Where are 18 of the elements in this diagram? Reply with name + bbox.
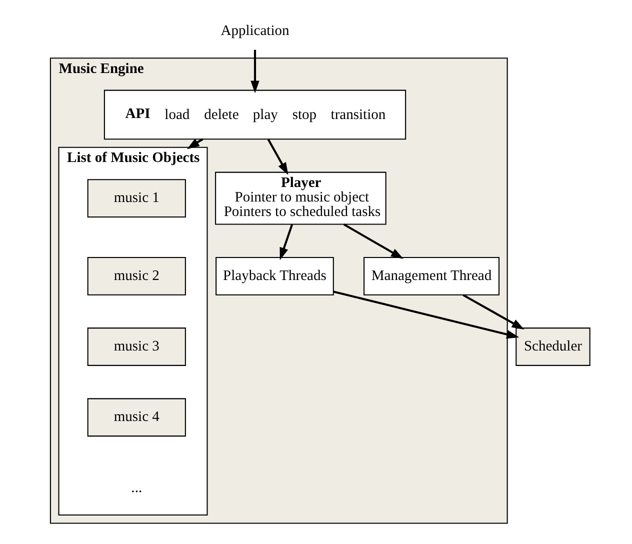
arrow — [462, 294, 524, 330]
node-box: API load delete play stop transition — [104, 90, 406, 140]
node-box: Player Pointer to music object Pointers to scheduled tasks — [215, 172, 386, 225]
node-text: Application — [220, 22, 290, 39]
node-box: Scheduler — [516, 328, 590, 366]
node-box: music 2 — [87, 256, 186, 296]
arrow — [333, 290, 520, 339]
arrow — [343, 223, 404, 259]
arrow — [280, 224, 294, 260]
arrow — [267, 138, 288, 176]
node-box: Playback Threads — [216, 256, 334, 296]
node-box: music 4 — [87, 398, 186, 437]
node-box: music 3 — [87, 328, 186, 366]
label: ... — [131, 480, 142, 496]
node-box: Management Thread — [364, 256, 500, 296]
node-box: music 1 — [87, 179, 186, 218]
arrow — [186, 138, 204, 150]
arrow — [250, 50, 260, 94]
